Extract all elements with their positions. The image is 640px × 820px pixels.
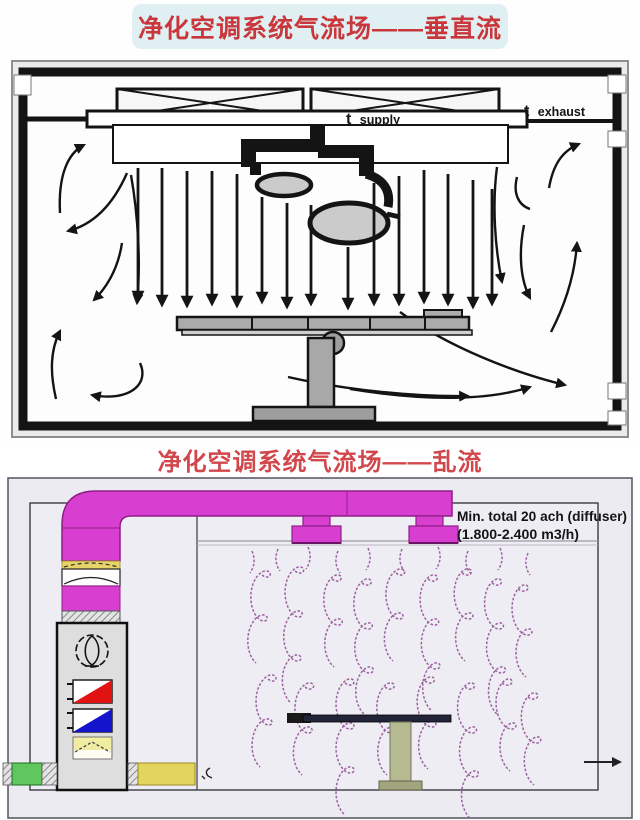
vent-right-1 <box>607 74 627 94</box>
vent-right-4 <box>607 410 627 426</box>
ahu-unit <box>55 621 129 792</box>
swirl-strand <box>416 676 437 770</box>
top-title-text: 净化空调系统气流场——垂直流 <box>137 14 502 43</box>
exhaust-label: t exhaust <box>524 103 586 120</box>
top-diagram-title: 净化空调系统气流场——垂直流 <box>132 4 508 49</box>
surgical-light-small <box>254 171 314 199</box>
flex-connector-top <box>61 610 121 624</box>
swirl-strand <box>453 568 474 662</box>
bottom-title-text: 净化空调系统气流场——乱流 <box>157 448 483 476</box>
swirl-lead <box>335 550 341 574</box>
vent-right-3 <box>607 382 627 400</box>
air-change-note: Min. total 20 ach (diffuser) (1.800-2.40… <box>457 509 627 542</box>
return-air-duct <box>127 762 196 786</box>
filter-icon <box>72 736 113 760</box>
swirl-lead <box>305 546 311 570</box>
turbulent-flow-diagram: Min. total 20 ach (diffuser) (1.800-2.40… <box>2 477 633 820</box>
swirl-strand <box>292 682 315 776</box>
vertical-flow-diagram: t supply t exhaust <box>11 60 629 438</box>
supply-duct <box>61 490 453 624</box>
swirl-strand <box>520 692 542 786</box>
diffuser-2 <box>408 515 459 544</box>
swirl-strand <box>323 574 344 668</box>
swirl-lead <box>435 546 441 570</box>
swirl-lead <box>399 548 405 572</box>
swirl-lead <box>249 550 255 574</box>
swirl-strand <box>247 570 272 664</box>
operating-table <box>175 309 473 423</box>
bottom-diagram-title: 净化空调系统气流场——乱流 <box>0 443 640 476</box>
heating-coil-icon <box>67 679 113 704</box>
swirl-strand <box>376 682 397 776</box>
table-column <box>306 336 336 409</box>
diffuser-1 <box>291 515 342 544</box>
swirl-strand <box>251 674 277 768</box>
swirl-strand <box>353 578 375 716</box>
swirl-strand <box>335 678 355 816</box>
vent-right-2 <box>607 130 627 148</box>
swirl-strand <box>419 574 441 712</box>
table-pedestal <box>389 721 412 783</box>
ceiling-plenum: t supply t exhaust <box>27 87 613 129</box>
down-arrows <box>131 168 499 311</box>
swirl-strand <box>495 678 517 772</box>
swirl-strand <box>281 566 305 704</box>
note-line2: (1.800-2.400 m3/h) <box>457 527 579 542</box>
swirl-strand <box>511 584 533 678</box>
table-foot <box>378 780 423 791</box>
duct-damper <box>61 560 121 587</box>
fresh-air-duct <box>2 762 58 786</box>
turbulence-swirls <box>247 546 542 820</box>
return-grille-mark <box>201 767 213 780</box>
supply-duct-run <box>61 490 453 562</box>
swirl-lead <box>275 548 281 572</box>
cooling-coil-icon <box>67 708 113 733</box>
swirl-strand <box>456 682 480 820</box>
diffusers <box>291 515 459 544</box>
surgical-light-large <box>307 200 391 246</box>
swirl-lead <box>465 550 471 574</box>
fan-icon <box>75 634 109 668</box>
supply-label: t supply <box>346 111 400 128</box>
swirl-lead <box>365 547 371 571</box>
vent-left-top <box>13 74 32 96</box>
swirl-strand <box>483 578 507 716</box>
swirl-lead <box>525 552 531 576</box>
swirl-strand <box>383 568 406 662</box>
table-base <box>251 405 377 423</box>
work-table <box>287 713 452 791</box>
swirl-lead <box>497 547 503 571</box>
note-line1: Min. total 20 ach (diffuser) <box>457 509 627 524</box>
